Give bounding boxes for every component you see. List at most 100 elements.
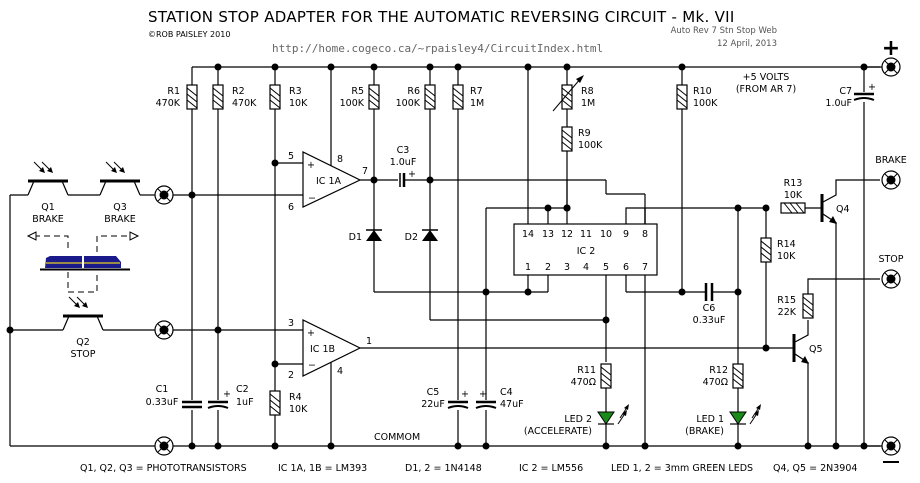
svg-text:7: 7 <box>362 166 368 177</box>
svg-text:6: 6 <box>288 202 294 213</box>
parts-list-item: Q1, Q2, Q3 = PHOTOTRANSISTORS <box>80 463 247 474</box>
c5-value: 22uF <box>421 399 445 410</box>
r5-label: R5 <box>351 86 364 97</box>
svg-text:10: 10 <box>600 229 612 240</box>
r13-value: 10K <box>784 190 803 201</box>
svg-text:IC 2: IC 2 <box>577 246 596 257</box>
r3-value: 10K <box>289 98 308 109</box>
c6-value: 0.33uF <box>693 315 726 326</box>
diode-d2-icon <box>422 230 438 241</box>
r1-value: 470K <box>156 98 181 109</box>
phototransistor-q1: Q1 BRAKE <box>26 160 70 225</box>
output-terminal-stop[interactable] <box>881 269 901 289</box>
output-terminal-minus[interactable] <box>881 436 901 456</box>
diagram-title: STATION STOP ADAPTER FOR THE AUTOMATIC R… <box>148 8 735 26</box>
svg-text:+: + <box>868 82 876 93</box>
plus-sign: + <box>882 36 900 61</box>
r9-value: 100K <box>578 140 603 151</box>
supply-note-voltage: +5 VOLTS <box>743 72 790 83</box>
phototransistor-q2: Q2 STOP <box>61 295 105 360</box>
c5-label: C5 <box>427 387 440 398</box>
copyright: ©ROB PAISLEY 2010 <box>148 30 230 39</box>
svg-text:8: 8 <box>337 154 343 165</box>
common-label: COMMOM <box>374 432 420 443</box>
svg-text:12: 12 <box>561 229 573 240</box>
c7-label: C7 <box>839 86 852 97</box>
led2-icon <box>597 403 630 425</box>
r13-label: R13 <box>784 178 803 189</box>
svg-text:8: 8 <box>642 229 648 240</box>
parts-list-item: D1, 2 = 1N4148 <box>405 463 482 474</box>
svg-text:2: 2 <box>288 370 294 381</box>
r6-label: R6 <box>407 86 420 97</box>
r12-label: R12 <box>709 365 728 376</box>
c2-label: C2 <box>236 384 249 395</box>
svg-text:2: 2 <box>545 262 551 273</box>
svg-text:Q2: Q2 <box>76 337 90 348</box>
svg-text:−: − <box>308 193 316 204</box>
svg-text:14: 14 <box>522 229 534 240</box>
svg-text:+: + <box>307 328 315 339</box>
svg-text:+: + <box>461 389 469 400</box>
q5-label: Q5 <box>809 344 823 355</box>
diode-d1-icon <box>366 230 382 241</box>
svg-text:6: 6 <box>623 262 629 273</box>
c4-label: C4 <box>500 387 513 398</box>
svg-text:5: 5 <box>603 262 609 273</box>
r8-label: R8 <box>581 86 594 97</box>
svg-text:13: 13 <box>542 229 554 240</box>
opamp-ic1b: + − IC 1B 3 2 1 4 <box>218 318 766 450</box>
r5-value: 100K <box>340 98 365 109</box>
r10-value: 100K <box>693 98 718 109</box>
led2-label: LED 2 <box>564 414 592 425</box>
svg-text:+: + <box>307 160 315 171</box>
output-terminal-brake[interactable] <box>881 170 901 190</box>
train-icon <box>26 231 140 293</box>
phototransistor-q3: Q3 BRAKE <box>98 160 142 225</box>
svg-text:STOP: STOP <box>70 349 95 360</box>
r7-value: 1M <box>470 98 484 109</box>
led1-label: LED 1 <box>696 414 724 425</box>
c3-label: C3 <box>397 145 410 156</box>
input-terminal-common[interactable] <box>154 436 174 456</box>
c2-value: 1uF <box>236 397 254 408</box>
svg-text:Q1: Q1 <box>41 202 55 213</box>
r11-value: 470Ω <box>571 377 596 388</box>
svg-text:5: 5 <box>288 151 294 162</box>
svg-text:+: + <box>479 389 487 400</box>
parts-list-item: IC 1A, 1B = LM393 <box>278 463 367 474</box>
input-terminal-brake-sensor[interactable] <box>154 185 174 205</box>
source-url[interactable]: http://home.cogeco.ca/~rpaisley4/Circuit… <box>272 42 603 55</box>
r2-value: 470K <box>232 98 257 109</box>
c3-value: 1.0uF <box>390 157 417 168</box>
r3-label: R3 <box>289 86 302 97</box>
brake-terminal-label: BRAKE <box>875 155 906 166</box>
r2-label: R2 <box>232 86 245 97</box>
svg-text:BRAKE: BRAKE <box>32 214 63 225</box>
r4-label: R4 <box>289 392 302 403</box>
c1-value: 0.33uF <box>146 397 179 408</box>
svg-text:IC 1A: IC 1A <box>316 176 341 187</box>
r11-label: R11 <box>577 365 596 376</box>
stop-terminal-label: STOP <box>878 254 903 265</box>
svg-text:+: + <box>408 169 416 180</box>
d1-label: D1 <box>349 232 362 243</box>
input-terminal-stop-sensor[interactable] <box>154 320 174 340</box>
svg-text:IC 1B: IC 1B <box>310 344 335 355</box>
led2-role: (ACCELERATE) <box>524 426 592 437</box>
svg-text:3: 3 <box>564 262 570 273</box>
revision-date: 12 April, 2013 <box>717 39 777 49</box>
svg-text:BRAKE: BRAKE <box>104 214 135 225</box>
c4-value: 47uF <box>500 399 524 410</box>
svg-text:1: 1 <box>366 336 372 347</box>
svg-text:1: 1 <box>525 262 531 273</box>
parts-list-item: IC 2 = LM556 <box>519 463 583 474</box>
d2-label: D2 <box>405 232 418 243</box>
svg-text:4: 4 <box>583 262 589 273</box>
r15-label: R15 <box>777 295 796 306</box>
svg-text:−: − <box>308 360 316 371</box>
q4-label: Q4 <box>836 204 850 215</box>
c6-label: C6 <box>703 303 716 314</box>
r14-value: 10K <box>777 251 796 262</box>
